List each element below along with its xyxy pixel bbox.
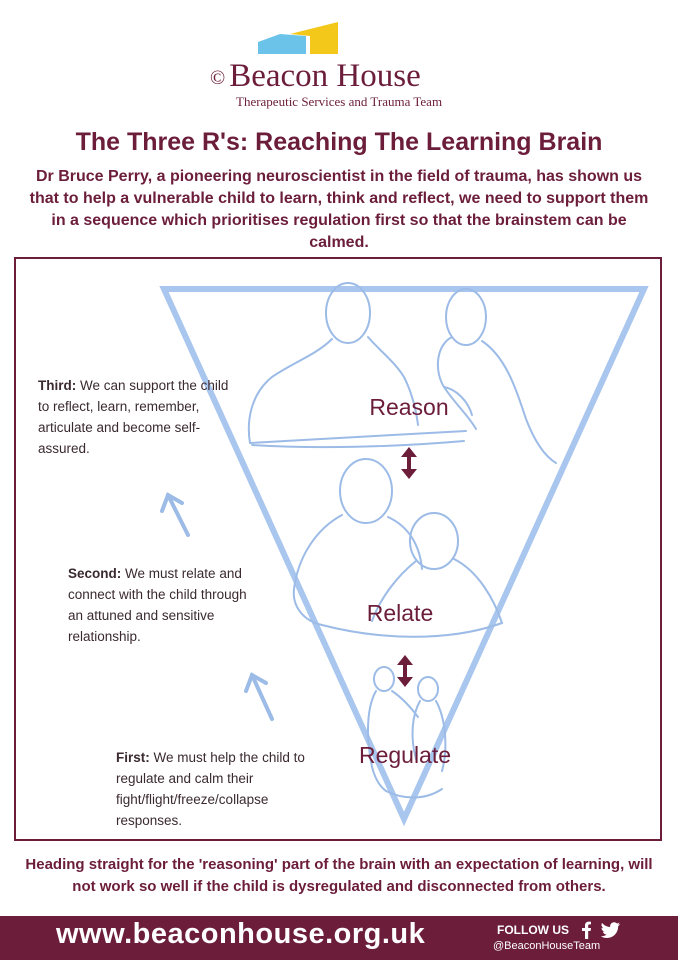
footer-bar: www.beaconhouse.org.uk FOLLOW US @Beacon… — [0, 916, 678, 960]
intro-text: Dr Bruce Perry, a pioneering neuroscient… — [29, 168, 649, 251]
copyright-symbol: © — [210, 66, 226, 89]
step-first: First: We must help the child to regulat… — [116, 747, 316, 831]
follow-us-label: FOLLOW US — [497, 923, 569, 937]
social-icons — [582, 921, 620, 939]
regulate-label: Regulate — [359, 742, 451, 768]
logo-mark-icon — [258, 22, 338, 54]
diagram-frame: Reason Relate Regulate Third: We can sup… — [14, 257, 662, 841]
up-arrow-icon — [160, 492, 190, 537]
footnote-text: Heading straight for the 'reasoning' par… — [25, 856, 653, 895]
social-handle[interactable]: @BeaconHouseTeam — [493, 940, 601, 952]
step-third: Third: We can support the child to refle… — [38, 375, 238, 459]
brand-tagline: Therapeutic Services and Trauma Team — [236, 94, 443, 109]
website-link[interactable]: www.beaconhouse.org.uk — [56, 918, 426, 950]
up-arrow-icon — [244, 672, 274, 721]
step-second-heading: Second: — [68, 566, 122, 581]
triangle-outline — [159, 286, 649, 827]
double-arrow-icon — [397, 655, 413, 687]
reason-label: Reason — [369, 394, 448, 420]
relate-label: Relate — [367, 600, 433, 626]
twitter-icon[interactable] — [600, 922, 620, 938]
step-third-heading: Third: — [38, 378, 77, 393]
regulate-figures-illustration — [367, 666, 447, 799]
step-second-text: We must relate and connect with the chil… — [68, 566, 247, 644]
step-third-text: We can support the child to reflect, lea… — [38, 378, 229, 456]
reason-figures-illustration — [247, 282, 557, 464]
facebook-icon[interactable] — [582, 921, 591, 939]
brain-triangle-diagram: Reason Relate Regulate — [159, 282, 649, 827]
relate-figures-illustration — [292, 458, 503, 638]
step-first-text: We must help the child to regulate and c… — [116, 750, 305, 828]
brand-name-text: Beacon House — [229, 58, 421, 94]
double-arrow-icon — [401, 447, 417, 479]
page-title: The Three R's: Reaching The Learning Bra… — [75, 128, 603, 156]
brand-name: ©Beacon House — [210, 58, 421, 95]
step-first-heading: First: — [116, 750, 150, 765]
step-second: Second: We must relate and connect with … — [68, 563, 258, 647]
